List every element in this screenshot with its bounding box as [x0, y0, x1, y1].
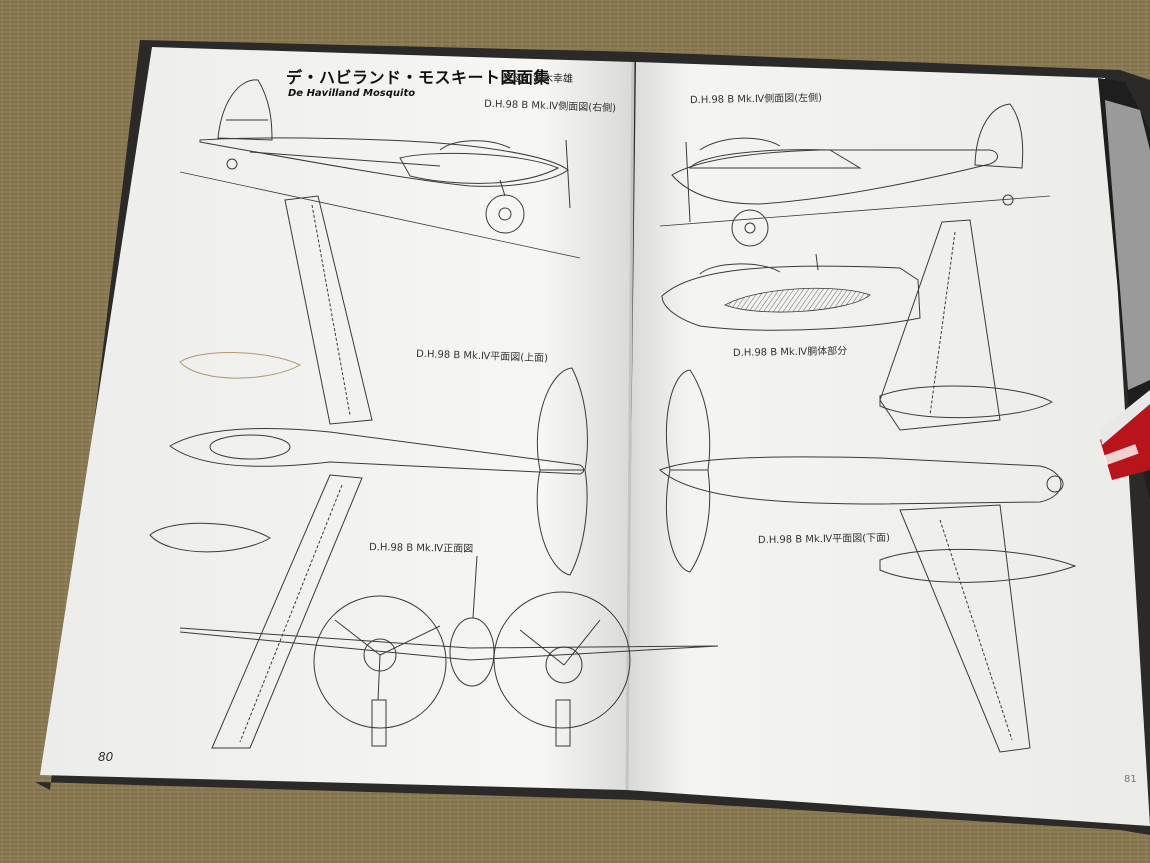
book-title: デ・ハビランド・モスキート図面集	[286, 68, 551, 87]
page-number-right: 81	[1124, 774, 1137, 785]
left-page	[40, 47, 633, 790]
page-number-left: 80	[98, 750, 114, 764]
right-page	[627, 62, 1150, 826]
drawing-credit: 作図：鈴木幸雄	[503, 74, 573, 85]
caption-front: D.H.98 B Mk.Ⅳ正面図	[368, 542, 474, 555]
side-view-left-drawing	[659, 103, 1051, 247]
front-view-drawing	[179, 555, 719, 747]
fuselage-section-drawing	[661, 253, 921, 331]
red-box	[1100, 390, 1150, 480]
plan-view-bottom-drawing	[659, 219, 1077, 753]
caption-fuselage: D.H.98 B Mk.Ⅳ胴体部分	[732, 346, 848, 359]
book-subtitle: De Havilland Mosquito	[288, 88, 416, 99]
side-view-right-drawing	[179, 79, 581, 259]
plan-view-top-drawing	[149, 195, 588, 749]
